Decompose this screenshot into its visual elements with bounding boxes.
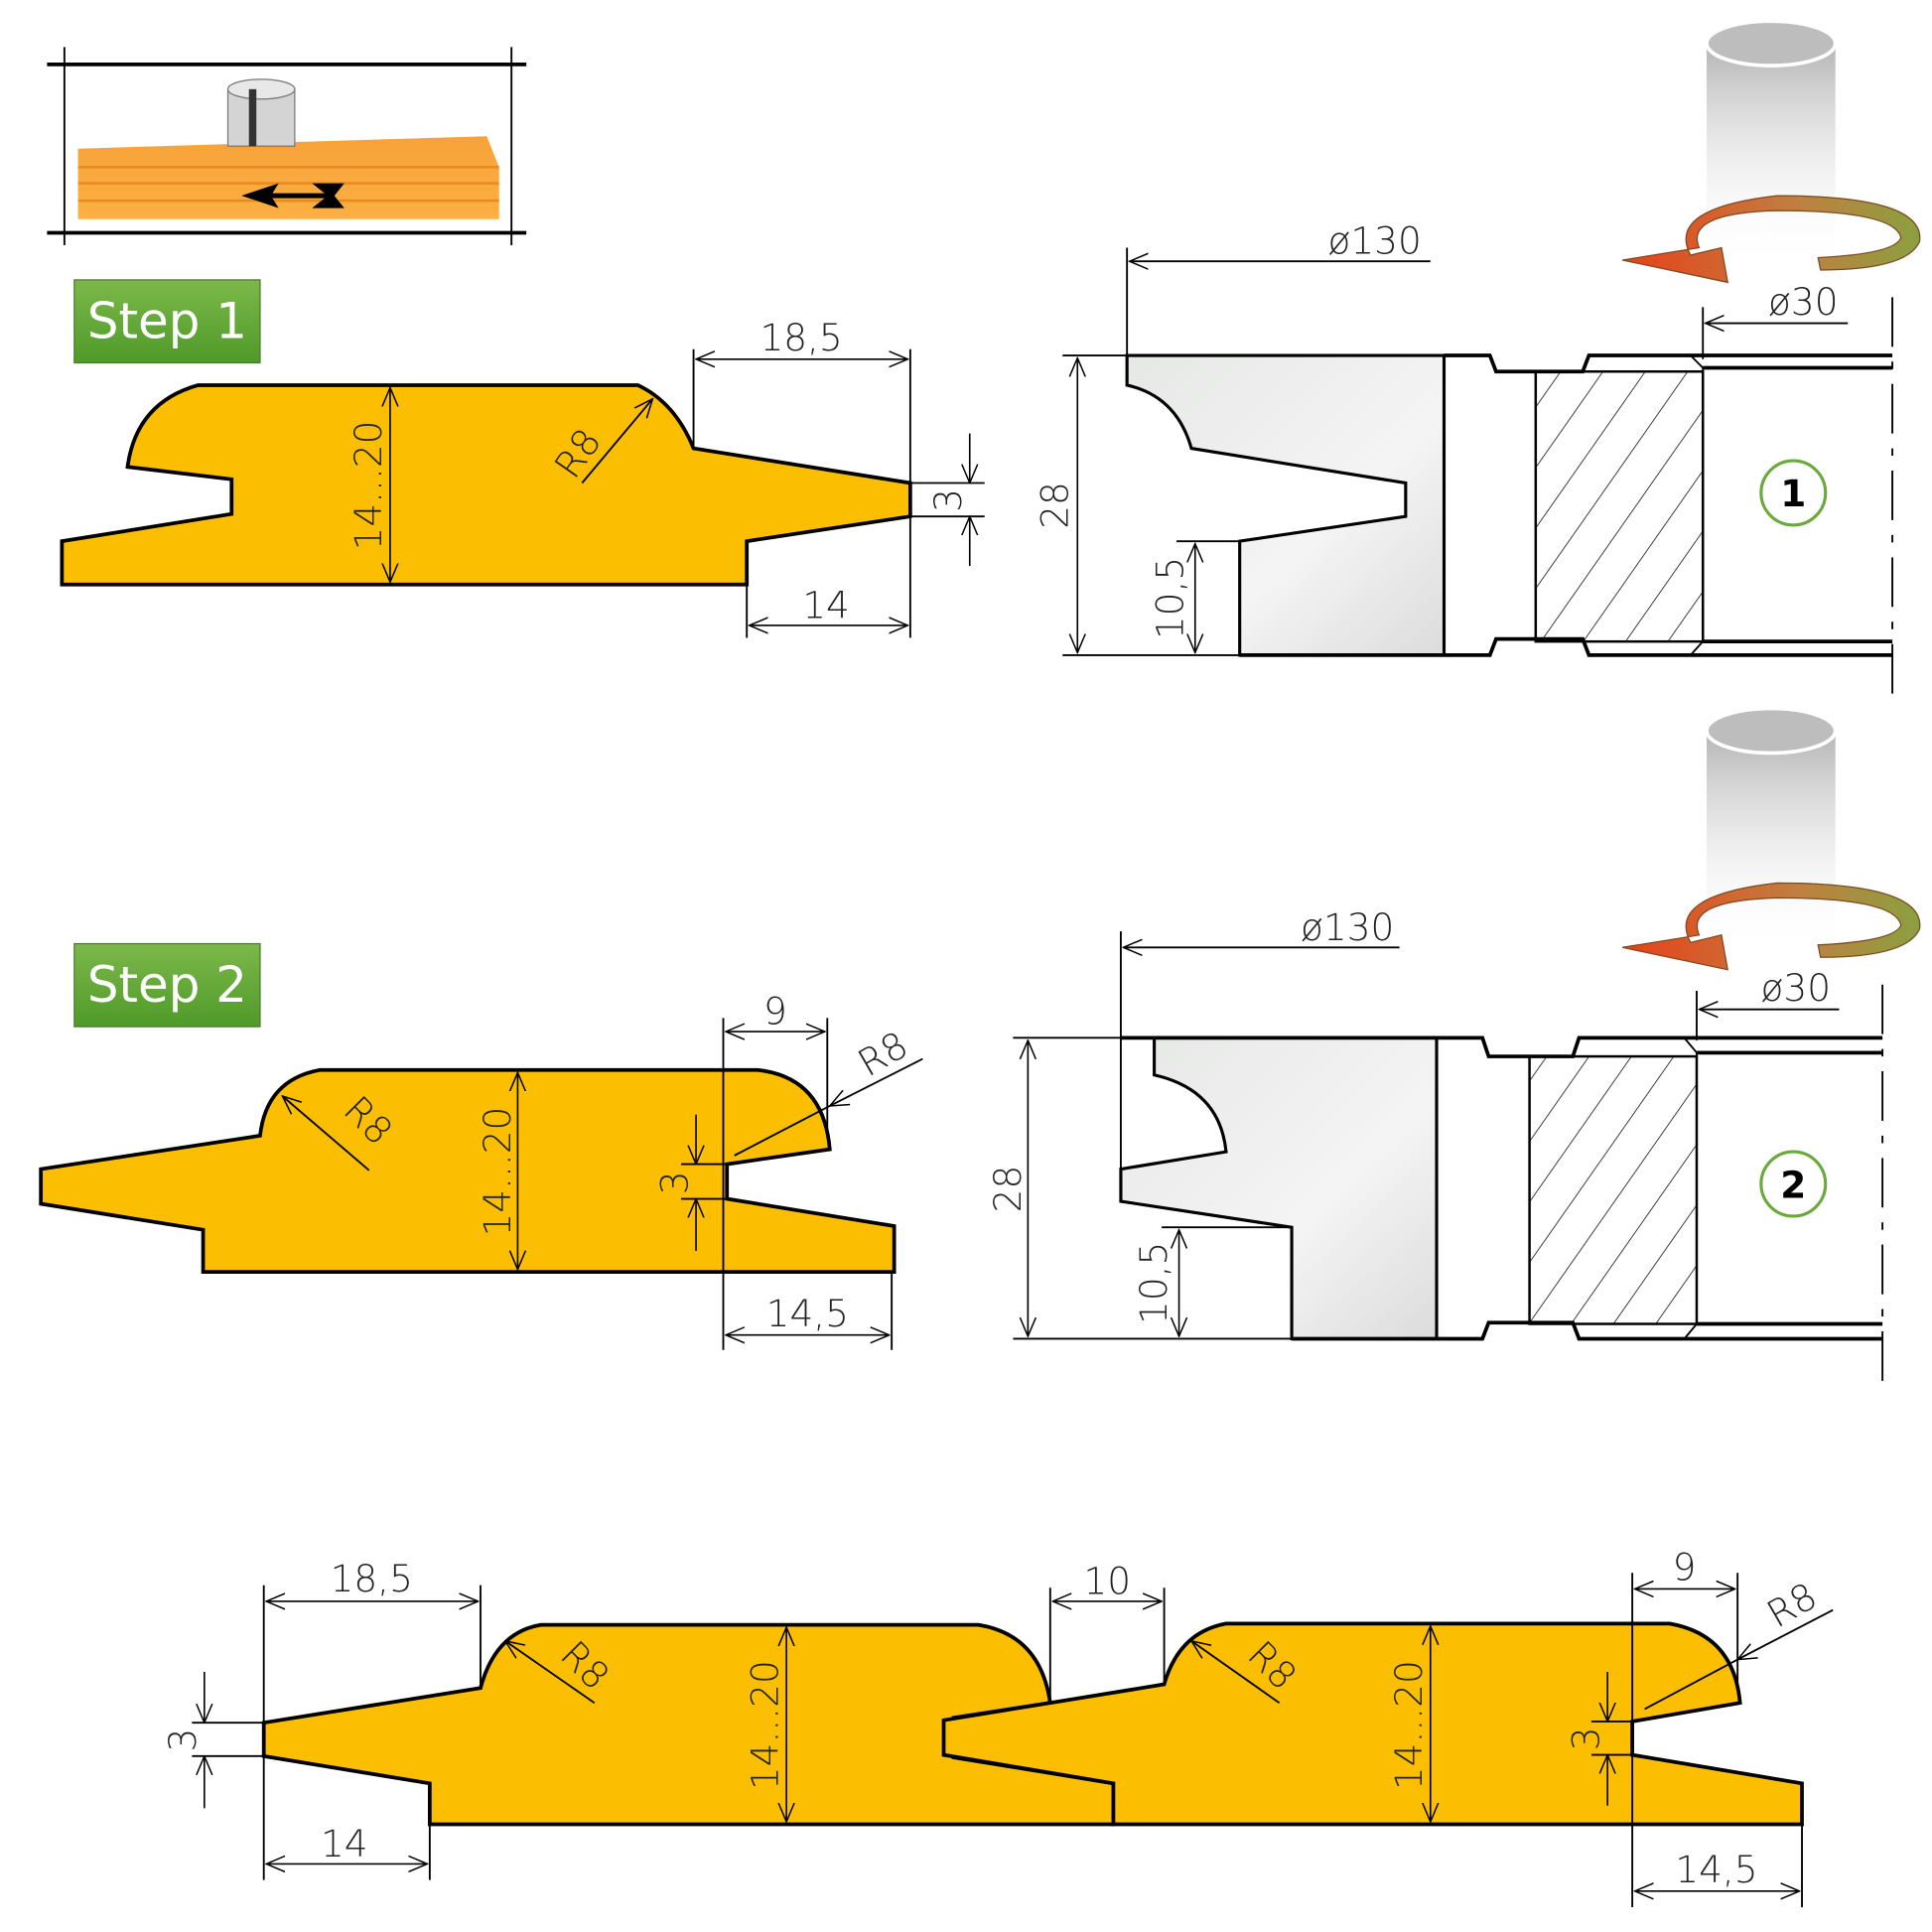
cutter1-diameter: ø130: [1328, 219, 1422, 263]
step1-profile: 14...20 R8 18,5 14 3: [60, 316, 985, 638]
cutter2-bore: ø30: [1761, 966, 1831, 1010]
step2-dim-3: 3: [652, 1171, 696, 1194]
cutter1-drawing: ø130 ø30 28 10,5 1: [1033, 219, 1894, 694]
wood-board: [77, 136, 499, 219]
cutter2-number: 2: [1780, 1163, 1806, 1206]
step1-dim-18-5: 18,5: [759, 316, 842, 359]
step2-height-label: 14...20: [476, 1107, 519, 1237]
feed-illustration: [47, 47, 527, 245]
step2-badge: Step 2: [73, 942, 261, 1028]
spindle-rotation-icon-2: [1622, 706, 1921, 971]
step2-dim-14-5: 14,5: [766, 1292, 849, 1335]
assembly-dim-3b: 3: [1564, 1726, 1607, 1750]
assembly-dim-14: 14: [321, 1822, 368, 1865]
feed-direction-arrow-icon: [241, 183, 345, 208]
spindle-rotation-icon-1: [1622, 19, 1921, 284]
step1-number-badge: [1759, 459, 1828, 527]
assembly-dim-9: 9: [1673, 1546, 1697, 1589]
assembly-radius-c: R8: [1759, 1574, 1824, 1636]
cutter1-number: 1: [1780, 472, 1806, 515]
cutter1-lower: 10,5: [1148, 557, 1191, 639]
step1-badge: Step 1: [73, 279, 261, 364]
step1-label: Step 1: [87, 293, 247, 350]
cutter1-bore: ø30: [1768, 280, 1838, 324]
assembly-dim-14-5: 14,5: [1675, 1848, 1757, 1891]
cutter2-drawing: ø130 ø30 28 10,5 2: [986, 905, 1884, 1381]
assembly-height-b: 14...20: [1387, 1660, 1431, 1790]
step1-dim-14: 14: [802, 583, 850, 626]
step2-profile: 14...20 R8 R8 9 14,5 3: [39, 990, 923, 1350]
cutter2-height: 28: [986, 1166, 1030, 1213]
step1-height-label: 14...20: [346, 421, 390, 551]
cutter2-lower: 10,5: [1132, 1242, 1175, 1324]
step2-dim-9: 9: [763, 990, 787, 1034]
step2-number-badge: [1759, 1150, 1828, 1218]
assembly-dim-3a: 3: [161, 1728, 205, 1752]
cutter2-diameter: ø130: [1301, 905, 1394, 949]
assembly-height-a: 14...20: [743, 1660, 786, 1790]
step2-label: Step 2: [87, 956, 247, 1014]
assembly-dim-10: 10: [1083, 1559, 1131, 1602]
cutter1-height: 28: [1033, 482, 1076, 529]
assembled-boards: 18,5 3 14 10 R8 14...20 R8 14...20 9 R8 …: [161, 1546, 1834, 1908]
step2-radius-b: R8: [851, 1023, 915, 1085]
step1-dim-3: 3: [926, 488, 970, 512]
assembly-dim-18-5: 18,5: [331, 1557, 413, 1600]
